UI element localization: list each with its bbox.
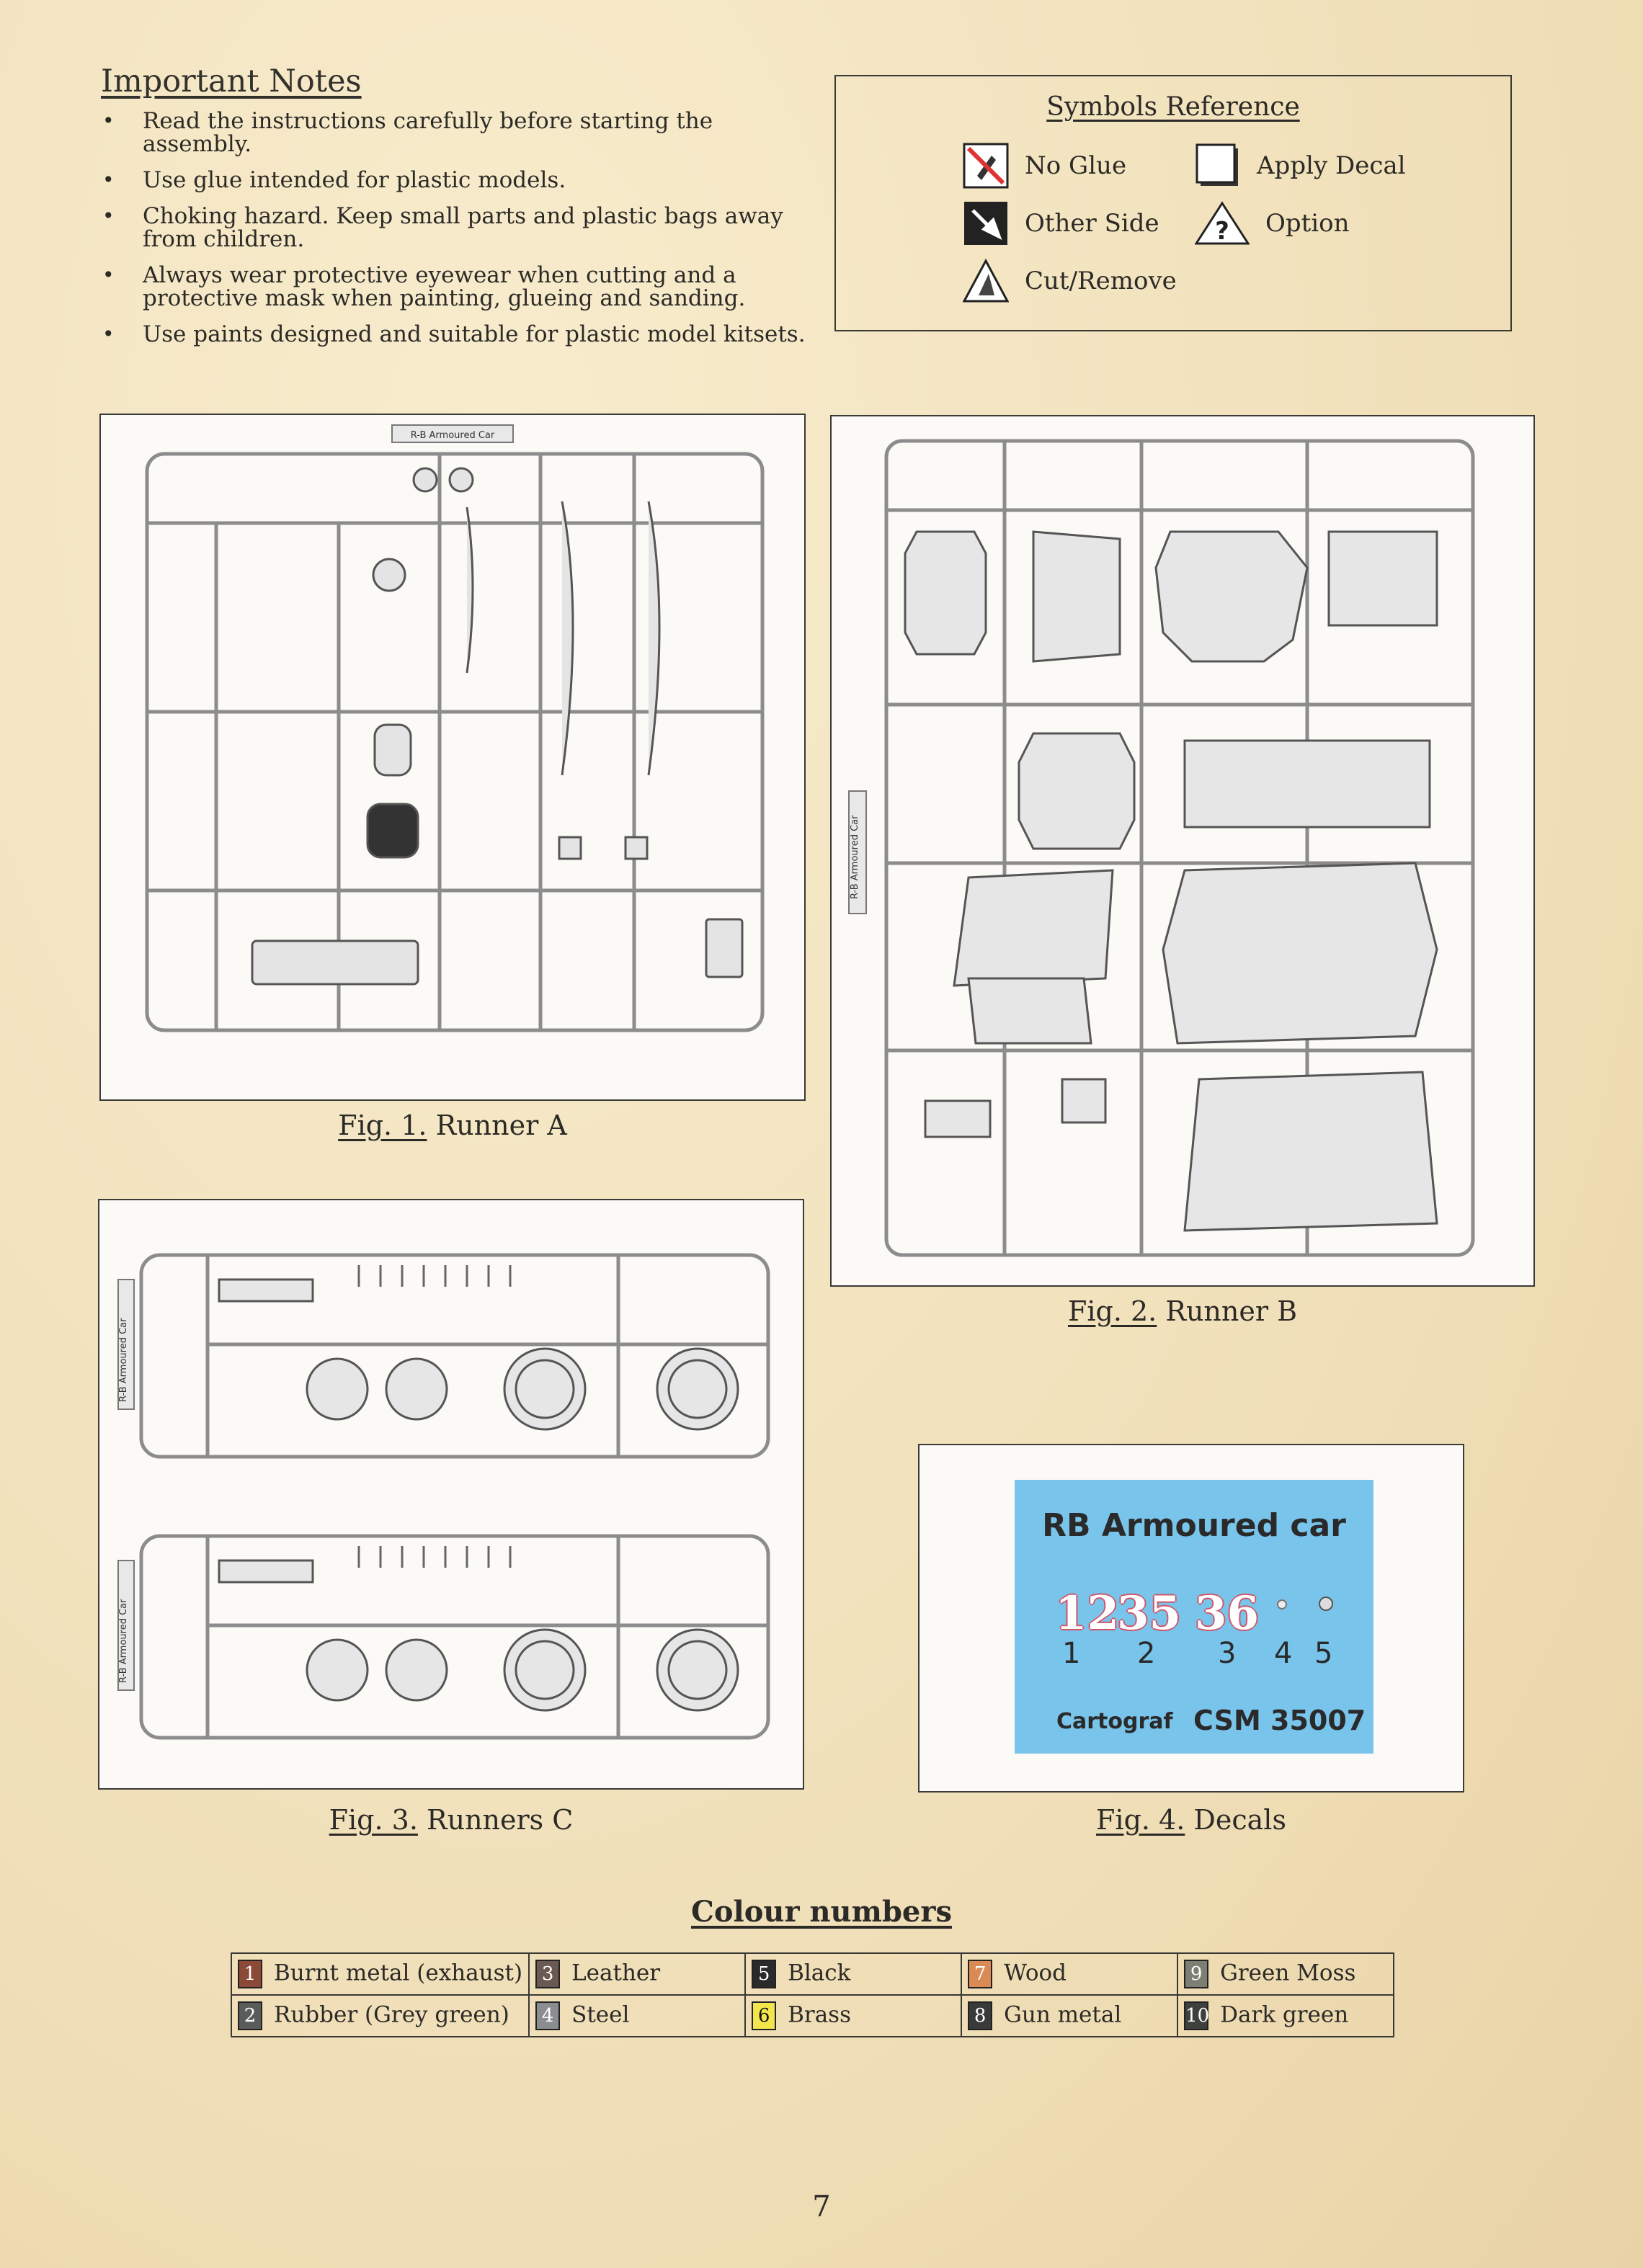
fig1-number: Fig. 1. [338, 1110, 427, 1141]
fig3-label: Runners C [427, 1804, 574, 1836]
colour-swatch: 2 [238, 2001, 262, 2030]
decal-small-dot [1277, 1599, 1287, 1610]
symbol-cut-remove: Cut/Remove [963, 258, 1177, 304]
colour-name: Brass [788, 2001, 851, 2028]
runner-a-panel: R-B Armoured Car [99, 414, 806, 1101]
fig4-label: Decals [1193, 1804, 1286, 1836]
colour-swatch: 1 [238, 1960, 262, 1988]
cut-remove-label: Cut/Remove [1025, 267, 1177, 295]
fig1-label: Runner A [435, 1110, 567, 1141]
symbol-other-side: Other Side [963, 200, 1159, 246]
runner-c-tag: R-B Armoured Car [118, 1318, 129, 1402]
other-side-label: Other Side [1025, 209, 1159, 238]
colour-row: 1 Burnt metal (exhaust) 3 Leather 5 Black 7 Woo… [230, 1952, 1395, 1996]
colour-name: Leather [571, 1960, 661, 1986]
colour-swatch: 7 [968, 1960, 993, 1988]
note-item: Use paints designed and suitable for pla… [101, 323, 814, 346]
colour-cell: 10 Dark green [1177, 1994, 1395, 2037]
decal-code: CSM 35007 [1193, 1705, 1366, 1736]
colour-cell: 2 Rubber (Grey green) [230, 1994, 530, 2037]
option-icon: ? [1195, 201, 1250, 246]
colour-swatch: 9 [1184, 1960, 1209, 1988]
symbols-reference-box: Symbols Reference No Glue Other Side Cut… [834, 75, 1512, 331]
colour-cell: 6 Brass [744, 1994, 963, 2037]
decal-sheet: RB Armoured car 12 35 36 1 2 3 4 5 Carto… [1015, 1480, 1373, 1754]
fig2-caption: Fig. 2. Runner B [830, 1295, 1535, 1327]
runner-b-drawing: R-B Armoured Car [848, 439, 1475, 1257]
runner-b-panel: R-B Armoured Car [830, 415, 1535, 1287]
decal-title: RB Armoured car [1042, 1507, 1346, 1544]
fig4-caption: Fig. 4. Decals [918, 1804, 1464, 1836]
decal-number: 35 [1117, 1586, 1182, 1640]
runners-c-panel: R-B Armoured Car R-B Armoured Car [98, 1199, 804, 1790]
no-glue-label: No Glue [1025, 151, 1127, 180]
option-glyph: ? [1215, 217, 1229, 246]
runner-b-tag: R-B Armoured Car [850, 815, 860, 899]
colour-swatch: 10 [1184, 2001, 1209, 2030]
colour-swatch: 5 [752, 1960, 777, 1988]
decal-brand: Cartograf [1056, 1709, 1173, 1734]
colour-cell: 4 Steel [528, 1994, 747, 2037]
decal-index: 1 [1062, 1637, 1081, 1670]
colour-swatch: 3 [535, 1960, 561, 1988]
note-item: Always wear protective eyewear when cutt… [101, 264, 814, 310]
fig2-number: Fig. 2. [1067, 1295, 1157, 1327]
colour-name: Wood [1004, 1960, 1067, 1986]
cut-remove-icon [963, 258, 1009, 303]
symbols-title: Symbols Reference [1046, 92, 1300, 122]
runner-a-tag: R-B Armoured Car [411, 430, 495, 441]
colour-swatch: 6 [752, 2001, 777, 2030]
notes-list: Read the instructions carefully before s… [101, 110, 814, 346]
note-item: Read the instructions carefully before s… [101, 110, 814, 156]
runner-a-drawing: R-B Armoured Car [145, 424, 765, 1032]
runners-c-drawing: R-B Armoured Car R-B Armoured Car [117, 1253, 770, 1740]
colour-name: Gun metal [1004, 2001, 1122, 2028]
decal-index: 3 [1218, 1637, 1237, 1670]
colour-numbers-title: Colour numbers [691, 1895, 952, 1929]
fig3-caption: Fig. 3. Runners C [98, 1804, 804, 1836]
colour-name: Burnt metal (exhaust) [274, 1960, 523, 1986]
colour-name: Rubber (Grey green) [274, 2001, 509, 2028]
note-item: Choking hazard. Keep small parts and pla… [101, 205, 814, 251]
important-notes: Important Notes Read the instructions ca… [101, 63, 814, 359]
no-glue-icon [963, 143, 1009, 189]
note-item: Use glue intended for plastic models. [101, 169, 814, 192]
colour-cell: 9 Green Moss [1177, 1952, 1395, 1996]
colour-cell: 3 Leather [528, 1952, 747, 1996]
colour-cell: 8 Gun metal [961, 1994, 1179, 2037]
fig3-number: Fig. 3. [329, 1804, 418, 1836]
symbol-option: ? Option [1195, 200, 1350, 246]
decal-number: 12 [1055, 1586, 1120, 1640]
fig2-label: Runner B [1165, 1295, 1298, 1327]
colour-swatch: 8 [968, 2001, 993, 2030]
apply-decal-label: Apply Decal [1257, 151, 1406, 180]
decal-index: 4 [1274, 1637, 1293, 1670]
colour-table: 1 Burnt metal (exhaust) 3 Leather 5 Black 7 Woo… [230, 1952, 1395, 2037]
colour-name: Green Moss [1220, 1960, 1356, 1986]
runner-c-tag: R-B Armoured Car [118, 1599, 129, 1683]
decal-small-dot [1319, 1597, 1333, 1611]
colour-cell: 7 Wood [961, 1952, 1179, 1996]
other-side-icon [964, 202, 1007, 245]
page-number: 7 [812, 2190, 831, 2223]
symbol-apply-decal: Apply Decal [1195, 143, 1406, 189]
colour-swatch: 4 [535, 2001, 561, 2030]
colour-name: Black [788, 1960, 851, 1986]
colour-row: 2 Rubber (Grey green) 4 Steel 6 Brass 8 Gun met… [230, 1994, 1395, 2037]
colour-name: Dark green [1220, 2001, 1349, 2028]
colour-name: Steel [571, 2001, 630, 2028]
fig4-number: Fig. 4. [1096, 1804, 1185, 1836]
symbol-no-glue: No Glue [963, 143, 1126, 189]
decal-index: 5 [1314, 1637, 1333, 1670]
notes-title: Important Notes [101, 63, 362, 99]
fig1-caption: Fig. 1. Runner A [99, 1110, 806, 1141]
apply-decal-icon [1195, 143, 1238, 186]
decal-index: 2 [1137, 1637, 1156, 1670]
decal-number: 36 [1195, 1586, 1260, 1640]
colour-cell: 5 Black [744, 1952, 963, 1996]
colour-cell: 1 Burnt metal (exhaust) [230, 1952, 530, 1996]
option-label: Option [1265, 209, 1350, 238]
